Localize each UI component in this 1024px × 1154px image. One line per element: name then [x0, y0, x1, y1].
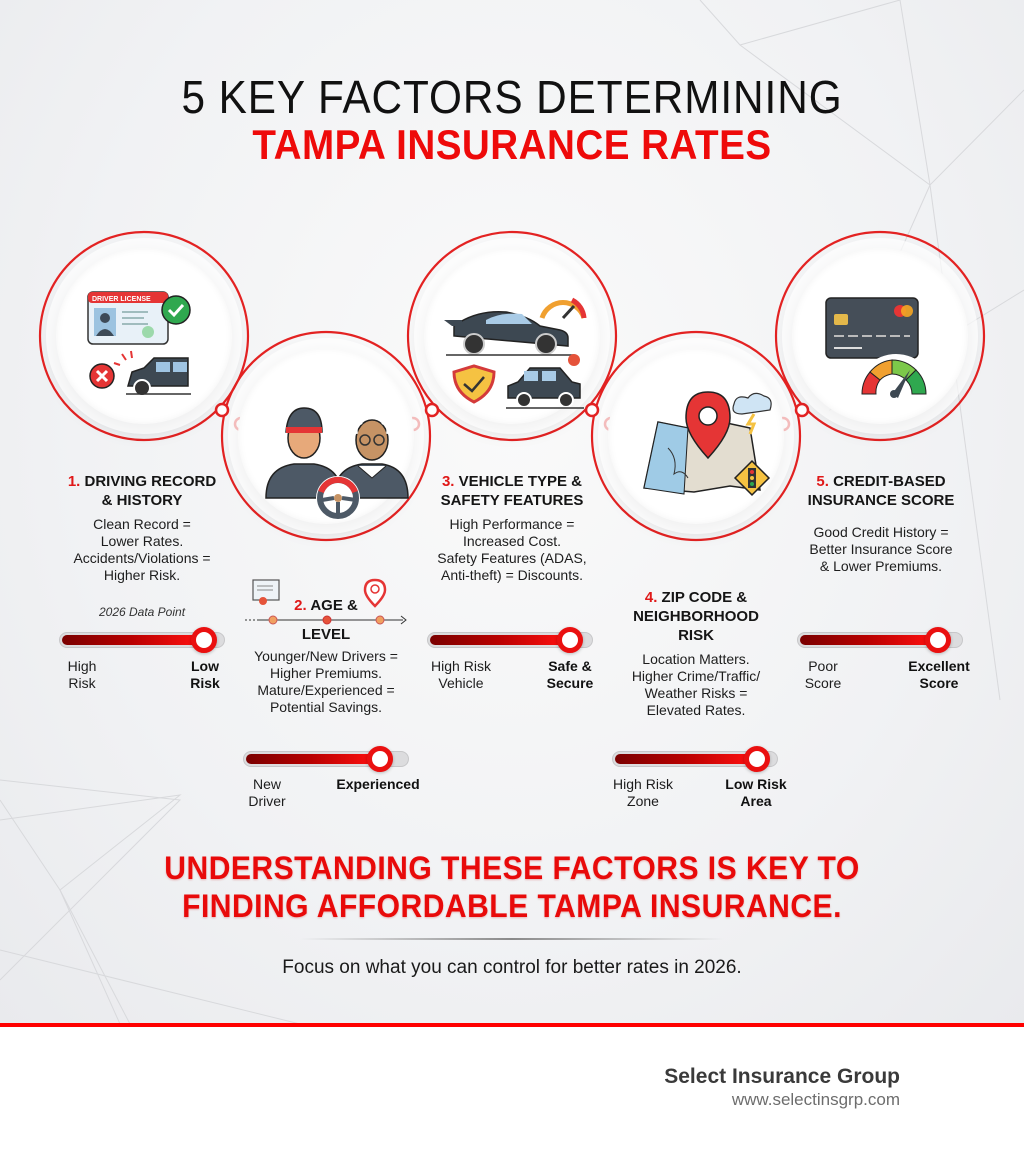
slider-knob[interactable]	[744, 746, 770, 772]
factor-2-icon-circle	[238, 348, 414, 524]
factor-5-title: 5. CREDIT-BASED INSURANCE SCORE	[807, 473, 955, 509]
slider-knob[interactable]	[557, 627, 583, 653]
factor-5-description: Good Credit History = Better Insurance S…	[809, 524, 953, 574]
factor-3-description: High Performance = Increased Cost. Safet…	[437, 516, 587, 583]
slider-fill	[62, 635, 200, 645]
factor-4-description: Location Matters. Higher Crime/Traffic/ …	[631, 651, 761, 718]
factor-3-title: 3. VEHICLE TYPE & SAFETY FEATURES	[440, 473, 584, 509]
slider-fill	[800, 635, 934, 645]
factor-4: 4. ZIP CODE & NEIGHBORHOOD RISK Location…	[601, 588, 791, 719]
slider-knob[interactable]	[367, 746, 393, 772]
factor-4-slider[interactable]	[612, 746, 778, 772]
factor-4-title: 4. ZIP CODE & NEIGHBORHOOD RISK	[633, 589, 759, 644]
footer-subtext: Focus on what you can control for better…	[282, 957, 742, 978]
slider-fill	[615, 754, 753, 764]
factor-3: 3. VEHICLE TYPE & SAFETY FEATURES High P…	[417, 472, 607, 584]
title-line-2: TAMPA INSURANCE RATES	[252, 121, 772, 168]
factor-1: 1. DRIVING RECORD & HISTORY Clean Record…	[47, 472, 237, 584]
factor-5-slider[interactable]	[797, 627, 963, 653]
infographic-canvas: 5 KEY FACTORS DETERMINING TAMPA INSURANC…	[0, 0, 1024, 1024]
factor-3-slider-right-label: Safe &Secure	[546, 658, 594, 691]
factor-1-description: Clean Record = Lower Rates. Accidents/Vi…	[73, 516, 211, 583]
sports-car-speedometer-shield-car-icon	[444, 297, 587, 409]
footer-divider	[300, 938, 724, 940]
credit-card-score-gauge-icon	[825, 297, 936, 398]
svg-text:DRIVER LICENSE: DRIVER LICENSE	[92, 296, 151, 303]
factor-1-icon-circle: DRIVER LICENSE	[56, 248, 232, 424]
footer-headline-line-1: UNDERSTANDING THESE FACTORS IS KEY TO	[164, 850, 860, 886]
factor-5: 5. CREDIT-BASED INSURANCE SCORE Good Cre…	[786, 472, 976, 575]
brand-name: Select Insurance Group	[664, 1065, 900, 1088]
brand-block: Select Insurance Group www.selectinsgrp.…	[664, 1065, 900, 1110]
factor-2-slider-right-label: Experienced	[336, 776, 420, 792]
title-line-1: 5 KEY FACTORS DETERMINING	[181, 71, 843, 123]
factor-2-description: Younger/New Drivers = Higher Premiums. M…	[254, 648, 398, 715]
factor-5-icon-circle	[792, 248, 968, 424]
slider-knob[interactable]	[191, 627, 217, 653]
factor-2-title: 2. AGE & LEVEL	[294, 597, 358, 643]
map-pin-storm-traffic-light-icon	[643, 391, 772, 497]
factor-2-slider[interactable]	[243, 746, 409, 772]
footer-red-bar	[0, 1023, 1024, 1027]
slider-knob[interactable]	[925, 627, 951, 653]
age-timeline-icons	[245, 578, 407, 625]
factor-1-title: 1. DRIVING RECORD & HISTORY	[67, 473, 217, 509]
footer-headline-line-2: FINDING AFFORDABLE TAMPA INSURANCE.	[182, 888, 842, 924]
brand-url[interactable]: www.selectinsgrp.com	[731, 1090, 900, 1109]
factor-2: 2. AGE & LEVEL Younger/New Drivers = Hig…	[231, 596, 421, 716]
data-point-label: 2026 Data Point	[98, 605, 186, 619]
factor-4-icon-circle	[608, 348, 784, 524]
driver-license-and-crashed-car-icon: DRIVER LICENSE	[87, 291, 191, 397]
slider-fill	[430, 635, 566, 645]
factor-3-icon-circle	[424, 248, 600, 424]
slider-fill	[246, 754, 376, 764]
young-and-senior-drivers-steering-wheel-icon	[265, 407, 409, 520]
factor-1-slider[interactable]	[59, 627, 225, 653]
factor-3-slider[interactable]	[427, 627, 593, 653]
